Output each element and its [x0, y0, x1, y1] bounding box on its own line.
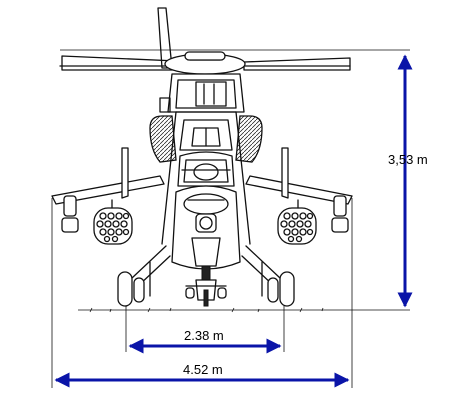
track-dimension: 2.38 m [128, 328, 282, 354]
helicopter [51, 7, 353, 307]
stub-wings [51, 147, 353, 233]
fuselage-frame [161, 111, 251, 245]
track-label: 2.38 m [184, 328, 224, 343]
engine-intakes [149, 115, 263, 163]
span-label: 4.52 m [183, 362, 223, 377]
height-dimension: 3,53 m [388, 54, 428, 308]
upper-fuselage [159, 73, 245, 113]
nose-section [171, 185, 241, 307]
height-label: 3,53 m [388, 152, 428, 167]
landing-gear [117, 245, 295, 307]
span-dimension: 4.52 m [54, 362, 350, 388]
main-rotor [59, 7, 351, 75]
rocket-pods [93, 199, 317, 245]
